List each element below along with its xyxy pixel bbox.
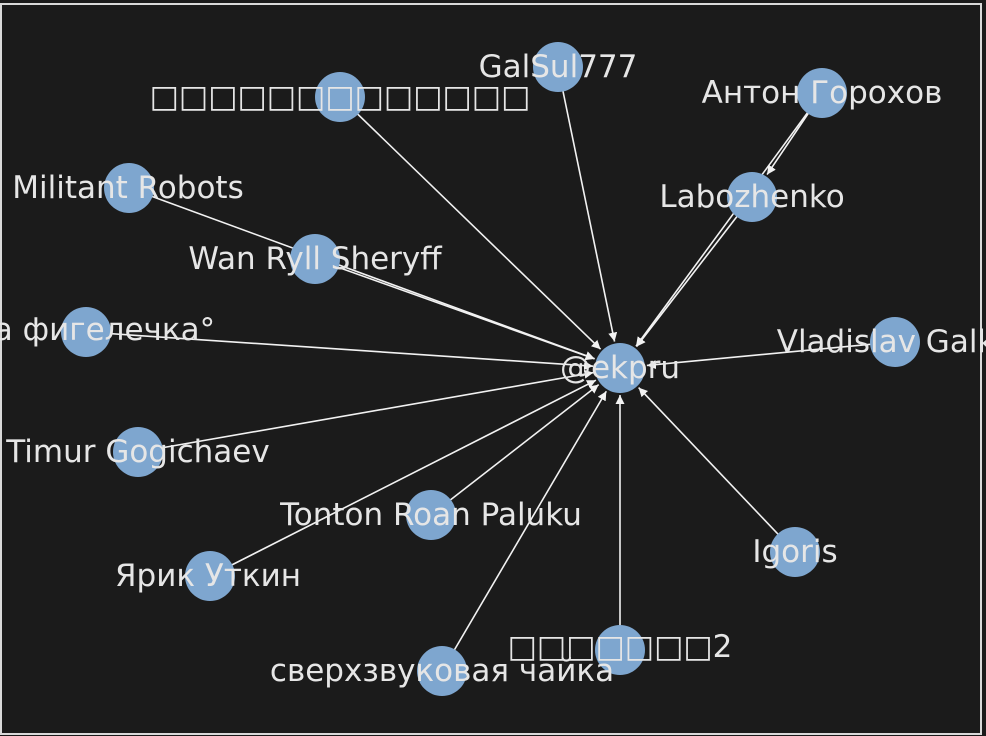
node-label-n1: □□□□□□□□□□□□□ — [150, 79, 531, 115]
node-n4[interactable] — [104, 163, 154, 213]
node-label-n9: Timur Gogichaev — [5, 434, 269, 470]
node-label-n6: Wan Ryll Sheryff — [188, 241, 442, 277]
edge-n12-to-ekpru — [209, 379, 597, 577]
edge-n1-to-ekpru — [339, 96, 602, 350]
node-label-n13: □□□□□□□2 — [508, 629, 733, 665]
node-n8[interactable] — [870, 317, 920, 367]
node-label-n4: Militant Robots — [12, 170, 243, 206]
edge-n5-to-ekpru — [635, 196, 753, 348]
edge-n14-to-ekpru — [441, 390, 608, 672]
node-n2[interactable] — [533, 42, 583, 92]
edge-n7-to-ekpru — [85, 331, 594, 371]
node-ekpru[interactable] — [595, 343, 645, 393]
edge-n8-to-ekpru — [646, 341, 896, 370]
node-n7[interactable] — [61, 307, 111, 357]
edges-layer — [85, 66, 896, 672]
edge-n10-to-ekpru — [430, 383, 600, 516]
node-label-n7: ика фигелечка° — [0, 312, 215, 348]
node-n12[interactable] — [185, 551, 235, 601]
edge-n9-to-ekpru — [137, 369, 594, 453]
node-label-n3: Антон Горохов — [702, 75, 943, 111]
node-label-n11: Igoris — [752, 534, 837, 570]
node-label-n10: Tonton Roan Paluku — [279, 497, 582, 533]
edge-n2-to-ekpru — [557, 66, 618, 342]
node-label-n5: Labozhenko — [659, 179, 844, 215]
node-label-n14: сверхзвуковая чайка — [270, 653, 614, 689]
edge-n4-to-ekpru — [128, 187, 595, 360]
edge-n6-to-ekpru — [314, 258, 595, 361]
node-label-n12: Ярик Уткин — [115, 558, 301, 594]
node-label-n2: GalSul777 — [479, 49, 638, 85]
plot-border — [0, 3, 982, 735]
nodes-layer — [61, 42, 920, 696]
node-n1[interactable] — [315, 72, 365, 122]
node-n11[interactable] — [770, 527, 820, 577]
node-n9[interactable] — [113, 427, 163, 477]
node-label-ekpru: @ekpru — [560, 350, 680, 386]
node-n3[interactable] — [797, 68, 847, 118]
node-n5[interactable] — [727, 172, 777, 222]
edge-n3-to-ekpru — [635, 92, 823, 347]
node-n14[interactable] — [417, 646, 467, 696]
node-n6[interactable] — [290, 234, 340, 284]
node-n10[interactable] — [406, 490, 456, 540]
node-n13[interactable] — [595, 625, 645, 675]
node-label-n8: Vladislav Galko — [777, 324, 986, 360]
edge-n11-to-ekpru — [638, 387, 796, 553]
